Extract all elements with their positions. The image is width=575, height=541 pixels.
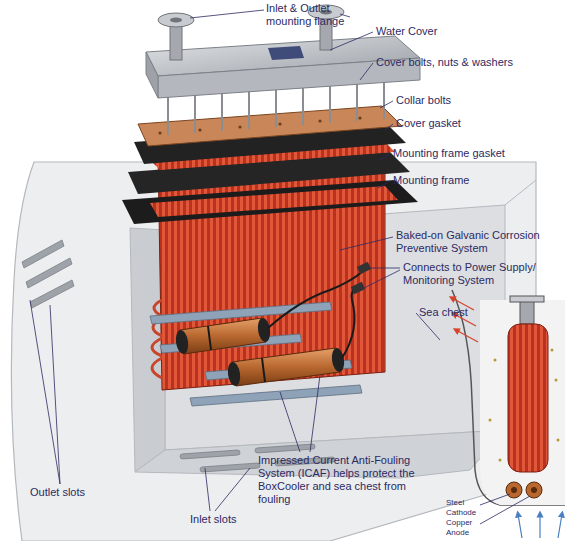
cover-nameplate xyxy=(268,46,304,60)
part-label: Inlet & Outlet mounting flange xyxy=(266,2,358,28)
inset-label: Steel Cathode xyxy=(446,498,482,518)
sea-chest-edge xyxy=(505,180,536,205)
flange-left xyxy=(158,13,194,60)
connector-plug xyxy=(351,282,365,294)
water-cover-side xyxy=(146,52,158,98)
mounting-frame-opening xyxy=(150,186,398,217)
part-label: Cover gasket xyxy=(396,117,516,130)
part-label: Water Cover xyxy=(376,25,496,38)
connector-plug xyxy=(357,262,371,274)
plate-holes xyxy=(158,116,361,134)
part-label: Outlet slots xyxy=(30,486,130,499)
part-label: Mounting frame xyxy=(393,174,533,187)
power-wires xyxy=(268,272,362,358)
part-label: Connects to Power Supply/ Monitoring Sys… xyxy=(403,261,553,287)
collar-plate xyxy=(138,106,402,146)
copper-anode-lower xyxy=(226,347,345,386)
outlet-slot-group xyxy=(22,240,74,308)
part-label: Inlet slots xyxy=(190,513,290,526)
part-label: Collar bolts xyxy=(396,94,516,107)
tube-u-bends xyxy=(152,300,162,378)
copper-anode-upper xyxy=(174,317,271,354)
part-label: Sea chest xyxy=(419,306,519,319)
steel-cathode-bars xyxy=(150,302,362,406)
part-label: Baked-on Galvanic Corrosion Preventive S… xyxy=(396,229,561,255)
part-label: Cover bolts, nuts & washers xyxy=(376,56,566,69)
part-label: Impressed Current Anti-Fouling System (I… xyxy=(258,454,436,506)
inset-diagram xyxy=(452,290,565,538)
inset-label: Copper Anode xyxy=(446,518,482,538)
part-label: Mounting frame gasket xyxy=(393,147,553,160)
